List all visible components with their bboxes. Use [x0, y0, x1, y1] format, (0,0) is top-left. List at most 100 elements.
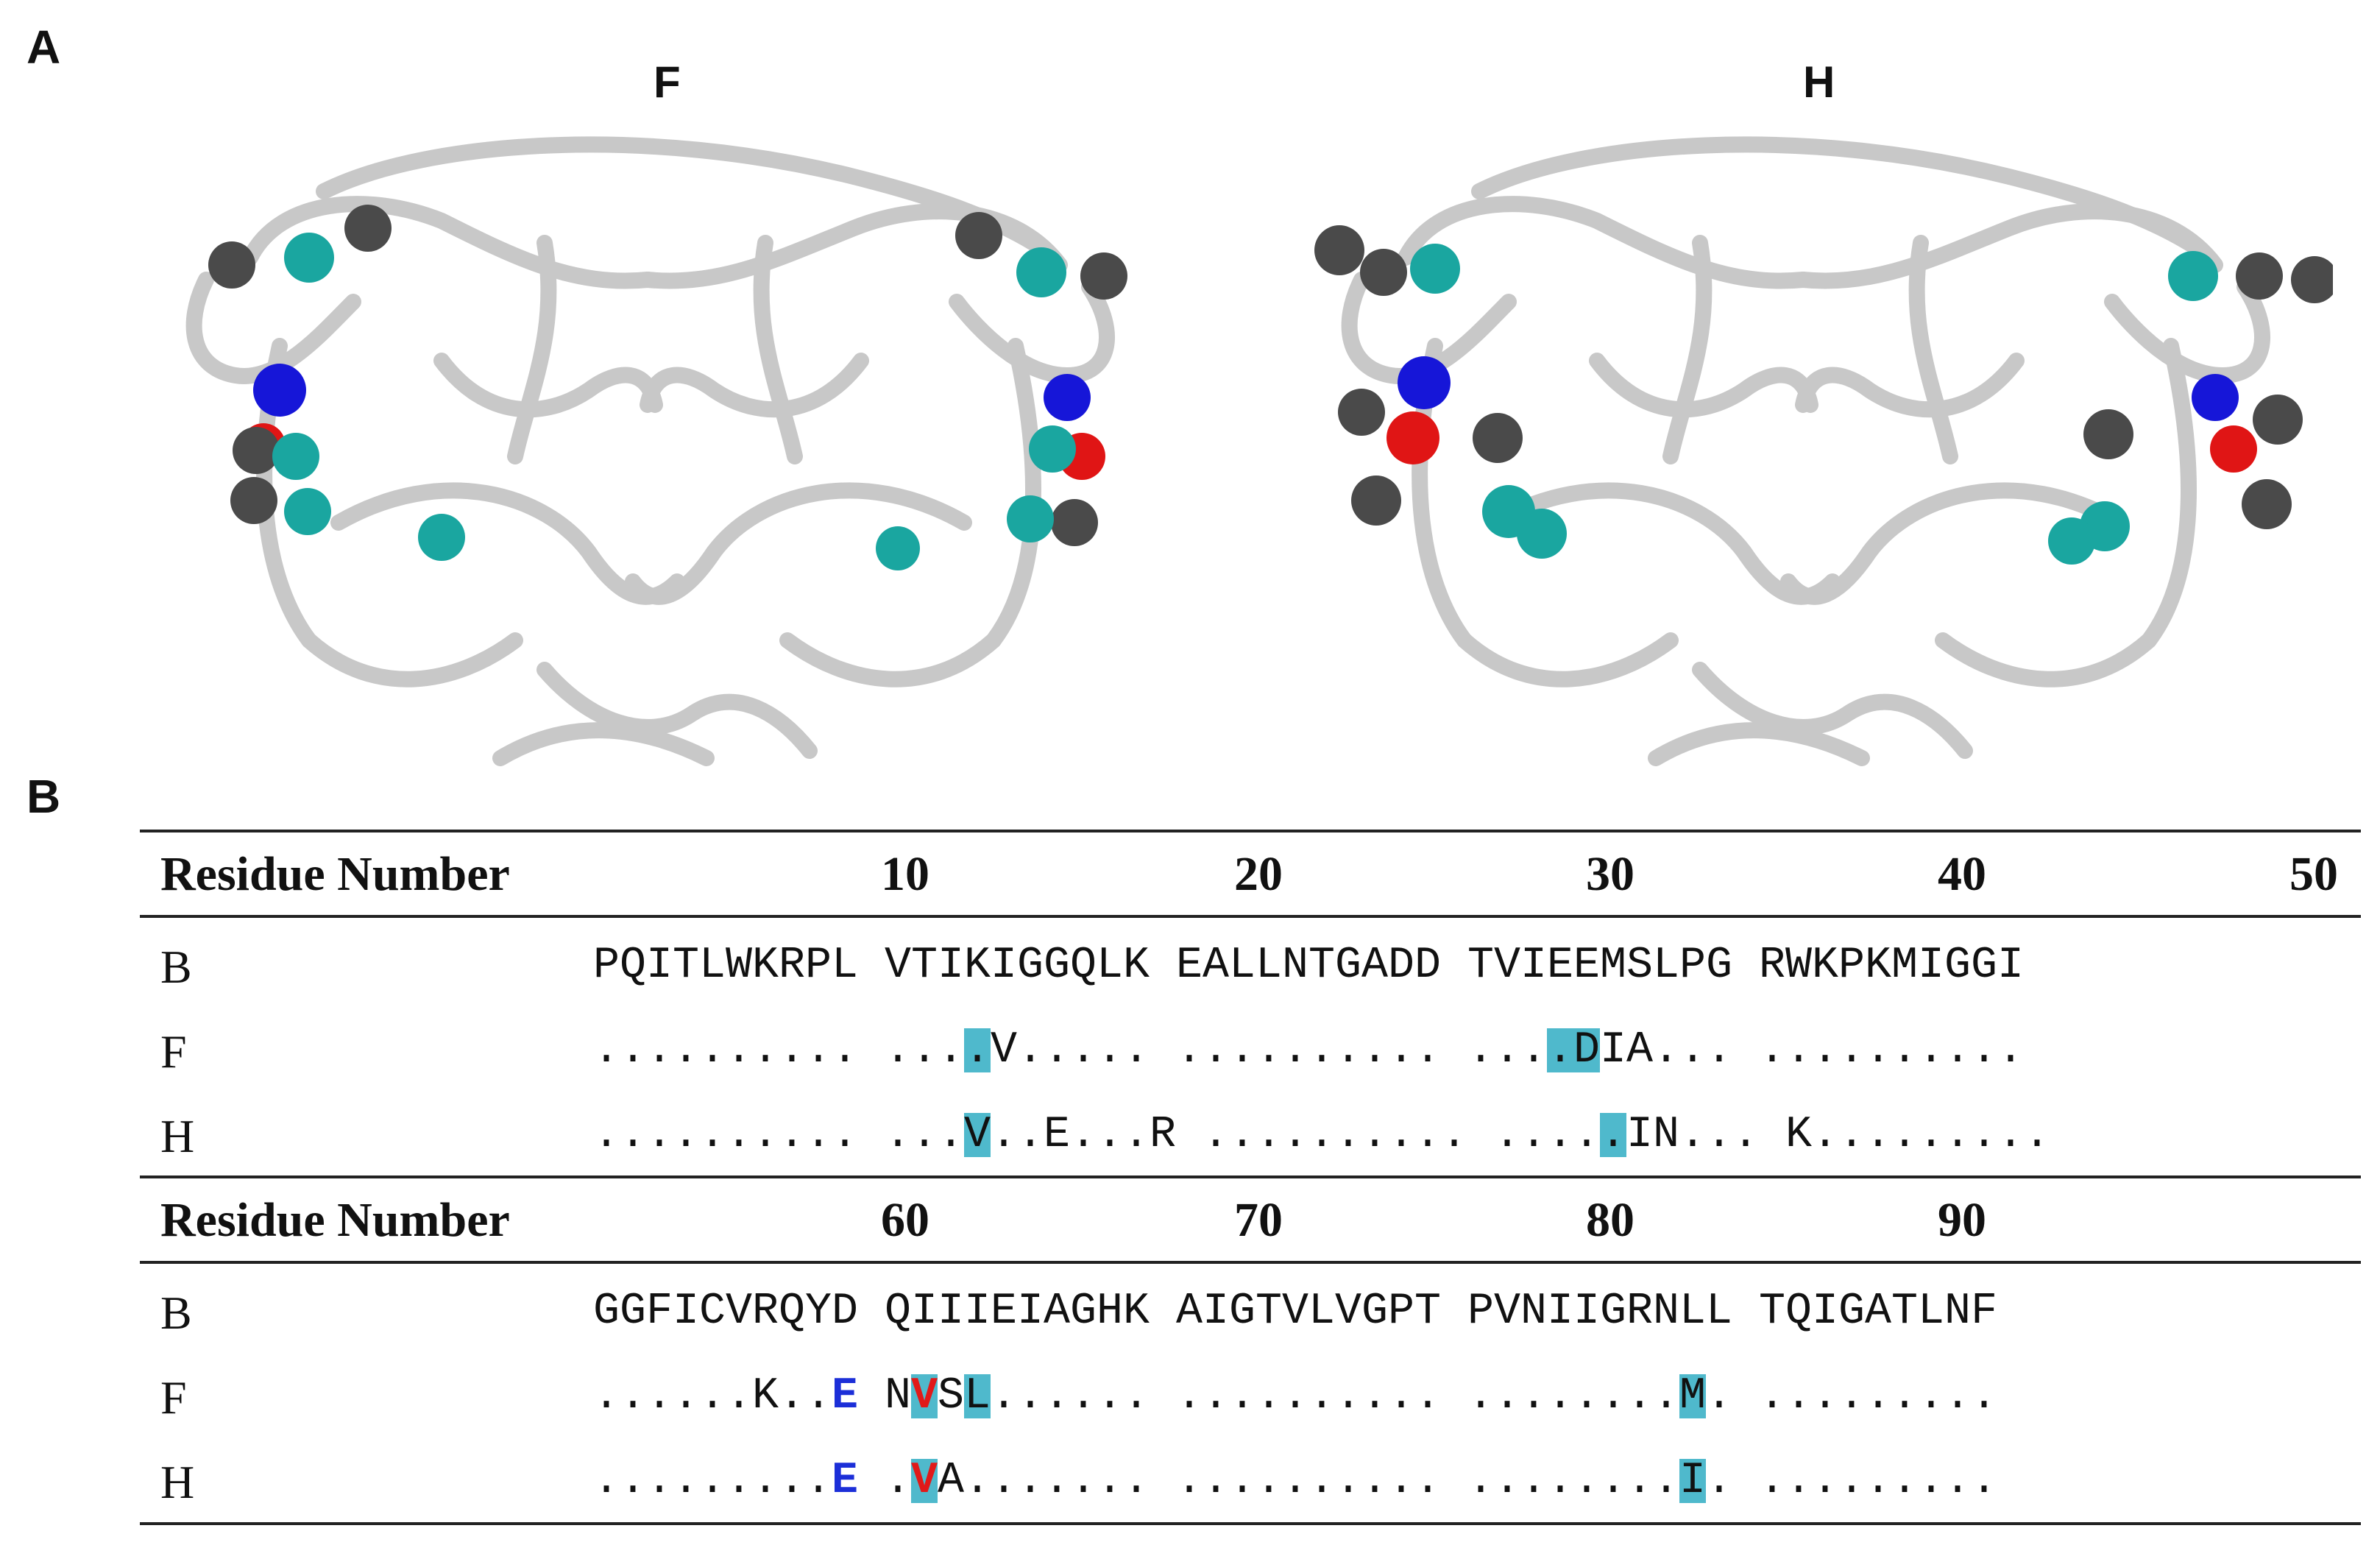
residue-char: . [1255, 1110, 1283, 1160]
residue-char: . [593, 1456, 620, 1506]
residue-char: . [1017, 1371, 1044, 1421]
sequence-gap [1441, 1459, 1467, 1503]
residue-char: . [1070, 1456, 1097, 1506]
residue-char: E [832, 1456, 859, 1506]
residue-char: . [1706, 1025, 1733, 1075]
residue-char: . [1891, 1371, 1919, 1421]
residue-char: . [1494, 1371, 1521, 1421]
residue-char: . [1838, 1456, 1866, 1506]
sequence-gap [1441, 944, 1467, 988]
residue-char: . [593, 1025, 620, 1075]
residue-char: . [1414, 1371, 1442, 1421]
residue-char: L [964, 1371, 991, 1421]
residue-char: . [1335, 1110, 1362, 1160]
residue-char: . [1679, 1110, 1707, 1160]
residue-char: K [1123, 1287, 1150, 1337]
panel-a-label: A [26, 21, 61, 74]
residue-char: . [1653, 1371, 1680, 1421]
residue-char: G [1838, 1287, 1866, 1337]
residue-number: 30 [1586, 847, 1635, 901]
sequence-gap [1176, 1113, 1203, 1157]
sequence-gap [858, 1290, 885, 1334]
residue-char: K [1865, 941, 1892, 991]
protein-structure-f [185, 136, 1127, 766]
residue-char: . [1971, 1025, 1998, 1075]
residue-char: . [1865, 1371, 1892, 1421]
residue-char: . [779, 1110, 806, 1160]
residue-char: . [964, 1456, 991, 1506]
residue-char: K [1812, 941, 1839, 991]
residue-char: I [938, 941, 965, 991]
residue-char: . [699, 1371, 726, 1421]
residue-char: L [1308, 1287, 1336, 1337]
residue-char: . [1282, 1456, 1309, 1506]
residue-char: G [1600, 1287, 1627, 1337]
row-label-b: B [160, 941, 192, 993]
sequence-gap [1441, 1290, 1467, 1334]
residue-char: P [805, 941, 832, 991]
residue-char: A [1361, 941, 1389, 991]
residue-char: I [1600, 1025, 1627, 1075]
residue-char: V [1494, 941, 1521, 991]
residue-number-header: Residue Number [160, 1193, 510, 1247]
sequence-gap [858, 1459, 885, 1503]
residue-number-header: Residue Number [160, 847, 510, 901]
residue-char: . [1467, 1025, 1495, 1075]
residue-char: . [1759, 1025, 1786, 1075]
residue-char: . [1494, 1025, 1521, 1075]
residue-char: V [726, 1287, 753, 1337]
residue-char: . [1653, 1456, 1680, 1506]
residue-char: . [1070, 1110, 1097, 1160]
residue-char: . [1203, 1110, 1230, 1160]
residue-char: . [1176, 1025, 1203, 1075]
sequence-gap [858, 944, 885, 988]
residue-char: . [1414, 1456, 1442, 1506]
residue-char: . [1520, 1371, 1548, 1421]
residue-char: . [1812, 1110, 1839, 1160]
residue-char: K [752, 1371, 779, 1421]
residue-char: V [1282, 1287, 1309, 1337]
residue-char: G [593, 1287, 620, 1337]
residue-char: T [1467, 941, 1495, 991]
residue-char: M [1679, 1371, 1707, 1421]
residue-char: . [1891, 1025, 1919, 1075]
residue-char: . [1308, 1456, 1336, 1506]
residue-char: P [1388, 1287, 1415, 1337]
residue-char: D [832, 1287, 859, 1337]
residue-char: . [779, 1025, 806, 1075]
residue-char: E [991, 1287, 1018, 1337]
residue-char: L [1706, 1287, 1733, 1337]
residue-char: . [1732, 1110, 1760, 1160]
residue-char: I [1997, 941, 2025, 991]
residue-char: . [1308, 1025, 1336, 1075]
residue-char: . [1123, 1371, 1150, 1421]
residue-char: . [1918, 1371, 1945, 1421]
sequence-row-f: ......K..E NVSL...... .......... .......… [593, 1374, 1997, 1418]
residue-char: . [726, 1456, 753, 1506]
residue-char: . [1865, 1025, 1892, 1075]
residue-char: . [1520, 1025, 1548, 1075]
sequence-row-b: GGFICVRQYD QIIIEIAGHK AIGTVLVGPT PVNIIGR… [593, 1290, 1997, 1334]
residue-char: R [1759, 941, 1786, 991]
residue-char: T [1308, 941, 1336, 991]
residue-char: . [1017, 1456, 1044, 1506]
residue-char: . [620, 1456, 647, 1506]
residue-char: . [1097, 1456, 1124, 1506]
residue-char: . [991, 1371, 1018, 1421]
residue-char: . [1388, 1025, 1415, 1075]
residue-char: . [726, 1110, 753, 1160]
residue-char: . [1070, 1025, 1097, 1075]
sequence-gap [858, 1028, 885, 1072]
residue-char: . [1203, 1371, 1230, 1421]
residue-char: E [1044, 1110, 1071, 1160]
residue-char: V [1335, 1287, 1362, 1337]
residue-char: . [1997, 1110, 2025, 1160]
residue-char: . [1573, 1456, 1601, 1506]
residue-char: . [991, 1110, 1018, 1160]
residue-char: M [1600, 941, 1627, 991]
residue-char: . [1229, 1456, 1256, 1506]
residue-char: . [1944, 1456, 1972, 1506]
residue-char: . [1706, 1456, 1733, 1506]
residue-char: V [991, 1025, 1018, 1075]
residue-char: . [1679, 1025, 1707, 1075]
